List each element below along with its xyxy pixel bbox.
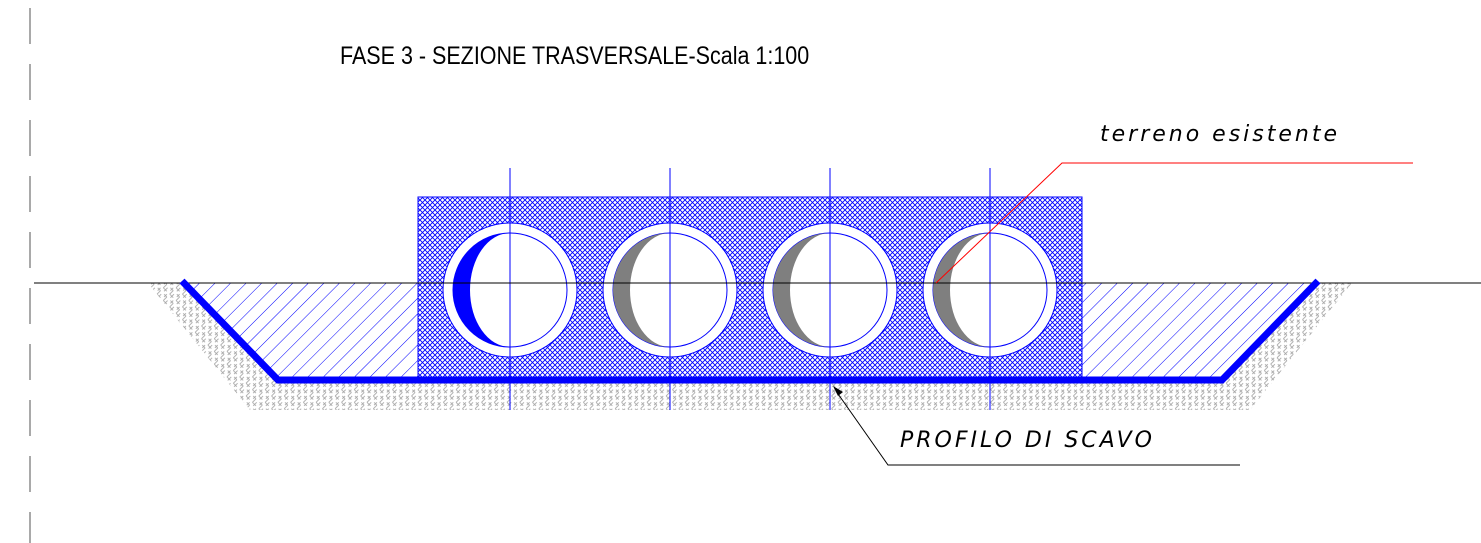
- excavation-profile-line: [179, 278, 1321, 384]
- excavation-profile-label: PROFILO DI SCAVO: [900, 428, 1155, 453]
- existing-ground-leader: [935, 162, 1413, 284]
- pipe-axis-lines: [509, 168, 991, 410]
- backfill-hatch: [1082, 283, 1318, 380]
- excavation-profile-leader: [833, 386, 1240, 466]
- backfill-hatch: [182, 283, 418, 380]
- drawing-title: FASE 3 - SEZIONE TRASVERSALE-Scala 1:100: [340, 42, 810, 70]
- existing-ground-label: terreno esistente: [1100, 122, 1341, 147]
- surrounding-soil-hatch: [148, 283, 1352, 410]
